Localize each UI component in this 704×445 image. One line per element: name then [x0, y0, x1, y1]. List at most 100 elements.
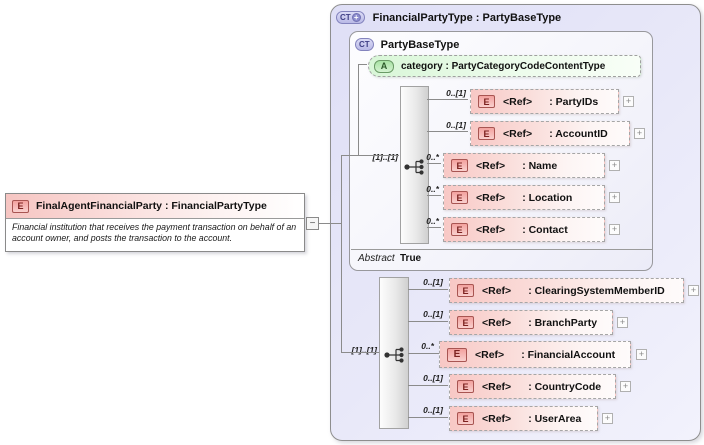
cardinality-label: 0..*: [426, 152, 439, 162]
element-header: E FinalAgentFinancialParty : FinancialPa…: [6, 194, 304, 219]
element-name: : AccountID: [549, 127, 608, 140]
ref-label: <Ref>: [475, 348, 505, 361]
complex-type-header: CT + FinancialPartyType : PartyBaseType: [336, 11, 561, 24]
element-ref-clearing-system-member-id[interactable]: E <Ref> : ClearingSystemMemberID: [449, 278, 684, 303]
ref-label: <Ref>: [503, 95, 533, 108]
connector: [341, 155, 342, 353]
element-name: : ClearingSystemMemberID: [528, 284, 665, 297]
ref-label: <Ref>: [482, 316, 512, 329]
connector: [427, 195, 441, 196]
complex-type-box-financial-party-type[interactable]: CT + FinancialPartyType : PartyBaseType …: [330, 4, 701, 441]
element-icon: E: [451, 223, 468, 236]
complex-type-title: FinancialPartyType : PartyBaseType: [372, 11, 562, 24]
base-type-box-party-base-type[interactable]: CT PartyBaseType A category : PartyCateg…: [349, 31, 653, 271]
element-ref-branch-party[interactable]: E <Ref> : BranchParty: [449, 310, 613, 335]
expand-handle[interactable]: +: [609, 192, 620, 203]
model-group-icon: [384, 347, 404, 363]
abstract-value: True: [400, 253, 422, 264]
attribute-category[interactable]: A category : PartyCategoryCodeContentTyp…: [368, 55, 641, 77]
expand-handle[interactable]: +: [609, 160, 620, 171]
element-ref-country-code[interactable]: E <Ref> : CountryCode: [449, 374, 616, 399]
element-icon: E: [451, 159, 468, 172]
element-name: : BranchParty: [528, 316, 598, 329]
element-name: : Contact: [522, 223, 568, 236]
expand-handle[interactable]: +: [688, 285, 699, 296]
element-ref-accountid[interactable]: E <Ref> : AccountID: [470, 121, 630, 146]
element-name: : CountryCode: [528, 380, 602, 393]
element-icon: E: [451, 191, 468, 204]
cardinality-label: 0..*: [421, 341, 434, 351]
ref-label: <Ref>: [503, 127, 533, 140]
expand-handle[interactable]: +: [602, 413, 613, 424]
connector: [408, 321, 448, 322]
element-icon: E: [478, 127, 495, 140]
element-ref-user-area[interactable]: E <Ref> : UserArea: [449, 406, 598, 431]
connector: [341, 352, 379, 353]
connector: [427, 227, 441, 228]
connector: [358, 64, 367, 65]
element-name: : Location: [522, 191, 573, 204]
element-ref-contact[interactable]: E <Ref> : Contact: [443, 217, 605, 242]
ref-label: <Ref>: [482, 380, 512, 393]
element-ref-name[interactable]: E <Ref> : Name: [443, 153, 605, 178]
cardinality-label: 0..*: [426, 184, 439, 194]
cardinality-label: 0..[1]: [446, 88, 466, 98]
element-ref-location[interactable]: E <Ref> : Location: [443, 185, 605, 210]
element-icon: E: [457, 316, 474, 329]
element-ref-financial-account[interactable]: E <Ref> : FinancialAccount: [439, 341, 631, 368]
expand-handle[interactable]: +: [623, 96, 634, 107]
ref-label: <Ref>: [482, 284, 512, 297]
element-icon: E: [447, 347, 467, 362]
abstract-label: Abstract: [358, 253, 395, 264]
element-final-agent-financial-party[interactable]: E FinalAgentFinancialParty : FinancialPa…: [5, 193, 305, 252]
connector: [408, 289, 448, 290]
complex-type-letters: CT: [340, 13, 351, 22]
connector: [408, 417, 448, 418]
ref-label: <Ref>: [476, 191, 506, 204]
base-type-header: CT PartyBaseType: [355, 38, 459, 51]
abstract-divider: [351, 249, 652, 250]
expand-handle[interactable]: +: [620, 381, 631, 392]
element-name: : FinancialAccount: [521, 348, 616, 361]
connector: [341, 155, 399, 156]
element-ref-partyids[interactable]: E <Ref> : PartyIDs: [470, 89, 619, 114]
element-title: FinalAgentFinancialParty : FinancialPart…: [36, 200, 267, 212]
element-name: : PartyIDs: [549, 95, 599, 108]
model-group-icon: [404, 159, 424, 175]
group-cardinality: [1]..[1]: [372, 152, 399, 162]
connector: [427, 99, 468, 100]
attribute-icon: A: [374, 59, 394, 73]
element-icon: E: [457, 284, 474, 297]
element-annotation: Financial institution that receives the …: [12, 222, 297, 243]
connector: [408, 385, 448, 386]
expand-handle[interactable]: +: [617, 317, 628, 328]
group-cardinality: [1]..[1]: [351, 345, 378, 355]
element-icon: E: [457, 380, 474, 393]
complex-type-icon: CT: [355, 38, 374, 51]
cardinality-label: 0..[1]: [423, 373, 443, 383]
expand-handle[interactable]: +: [609, 224, 620, 235]
derived-plus-badge-icon: +: [351, 13, 361, 22]
attribute-label: category : PartyCategoryCodeContentType: [401, 60, 606, 72]
connector: [408, 353, 439, 354]
cardinality-label: 0..*: [426, 216, 439, 226]
connector: [318, 223, 342, 224]
element-icon: E: [12, 199, 29, 213]
ref-label: <Ref>: [482, 412, 512, 425]
sequence-indicator[interactable]: [379, 277, 409, 429]
cardinality-label: 0..[1]: [423, 405, 443, 415]
sequence-indicator[interactable]: [400, 86, 429, 244]
expand-handle[interactable]: +: [636, 349, 647, 360]
ref-label: <Ref>: [476, 159, 506, 172]
ref-label: <Ref>: [476, 223, 506, 236]
connector: [427, 163, 441, 164]
expand-handle[interactable]: +: [634, 128, 645, 139]
connector: [358, 64, 359, 156]
element-name: : UserArea: [528, 412, 582, 425]
element-icon: E: [478, 95, 495, 108]
connector: [427, 131, 468, 132]
cardinality-label: 0..[1]: [446, 120, 466, 130]
complex-type-derived-icon: CT +: [336, 11, 365, 24]
complex-type-letters: CT: [359, 40, 370, 49]
